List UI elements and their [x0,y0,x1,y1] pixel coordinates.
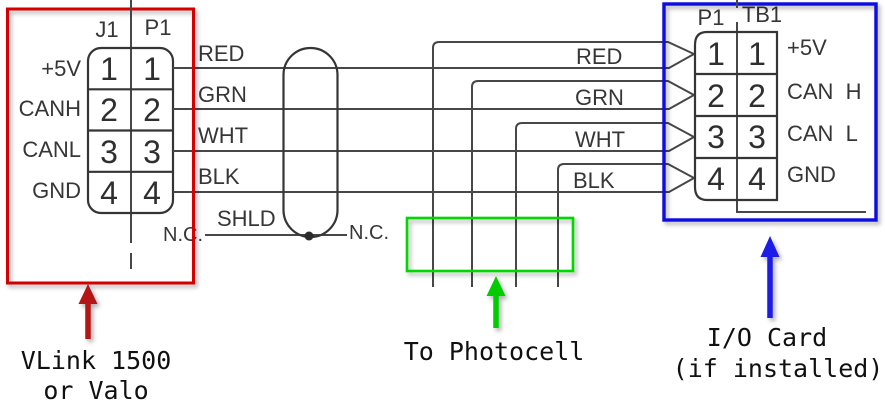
vlink-caption-line2: or Valo [43,376,148,405]
wire-label-blk-right: BLK [573,168,615,193]
left-signal-canh: CANH [19,96,81,121]
io-card-arrow [760,236,780,318]
right-p1-pin-3: 3 [707,119,725,155]
wire-wht-photocell-branch [515,122,695,287]
io-card-arrow-head [760,236,780,257]
wire-label-red-left: RED [198,41,244,66]
nc-label-right: N.C. [349,222,389,244]
wire-label-red-right: RED [576,44,622,69]
left-pin-table-row-dividers [88,88,173,173]
right-connector: P1 TB1 1 2 3 4 1 2 3 4 +5V CAN H CAN L G… [693,2,866,213]
right-connector-card-line [736,22,866,213]
vlink-arrow [78,284,98,339]
wire-label-wht-right: WHT [575,127,625,152]
left-j1-pin-2: 2 [100,92,118,128]
left-p1-pin-3: 3 [143,134,161,170]
photocell-arrow [486,276,506,328]
nc-label-left: N.C. [163,224,203,246]
right-p1-pin-2: 2 [707,78,725,114]
left-connector: J1 P1 +5V CANH CANL GND 1 2 3 4 1 2 3 4 [19,0,175,269]
photocell-caption: To Photocell [404,337,585,366]
vlink-caption-line1: VLink 1500 [21,346,172,375]
wire-label-shield: SHLD [217,206,276,231]
left-p1-pin-2: 2 [143,92,161,128]
left-j1-pin-4: 4 [100,175,118,211]
right-tb1-pin-1: 1 [748,36,766,72]
wire-label-grn-left: GRN [198,82,247,107]
left-signal-canl: CANL [22,137,81,162]
wire-label-grn-right: GRN [575,85,624,110]
right-tb1-pin-2: 2 [748,78,766,114]
right-header-p1: P1 [698,5,725,30]
left-header-p1: P1 [145,15,172,40]
shield-junction-dot [304,231,314,241]
left-signal-gnd: GND [32,178,81,203]
photocell-highlight-box [405,216,575,273]
vlink-highlight-box [6,7,195,285]
wire-label-blk-left: BLK [198,164,240,189]
right-p1-pin-1: 1 [707,36,725,72]
io-card-highlight-box [662,2,878,222]
left-signal-5v: +5V [41,56,81,81]
left-p1-pin-1: 1 [143,51,161,87]
wire-blk-photocell-branch [557,163,695,287]
io-card-caption-line2: (if installed) [673,354,884,383]
right-pin-table-row-dividers [695,72,777,160]
cable-wires: RED GRN WHT BLK SHLD N.C. N.C. RED GRN W… [163,41,695,287]
right-signal-5v: +5V [787,35,827,60]
photocell-arrow-head [486,276,506,296]
right-pin-table [693,30,779,202]
right-signal-gnd: GND [787,162,836,187]
left-header-j1: J1 [95,17,118,42]
wire-grn-photocell-branch [471,80,695,287]
wire-red-photocell-branch [432,41,695,287]
right-p1-pin-4: 4 [707,161,725,197]
wire-label-wht-left: WHT [198,123,248,148]
captions: VLink 1500 or Valo To Photocell I/O Card… [21,323,884,405]
right-signal-canh: CAN H [787,79,862,104]
io-card-caption-line1: I/O Card [707,323,827,352]
left-j1-pin-3: 3 [100,134,118,170]
right-signal-canl: CAN L [787,121,858,146]
wire-red-run [173,53,695,69]
left-j1-pin-1: 1 [100,51,118,87]
right-tb1-pin-4: 4 [748,161,766,197]
vlink-arrow-head [78,284,98,304]
right-header-tb1: TB1 [742,2,782,27]
left-p1-pin-4: 4 [143,175,161,211]
cable-jacket-oval [282,46,339,239]
right-tb1-pin-3: 3 [748,119,766,155]
